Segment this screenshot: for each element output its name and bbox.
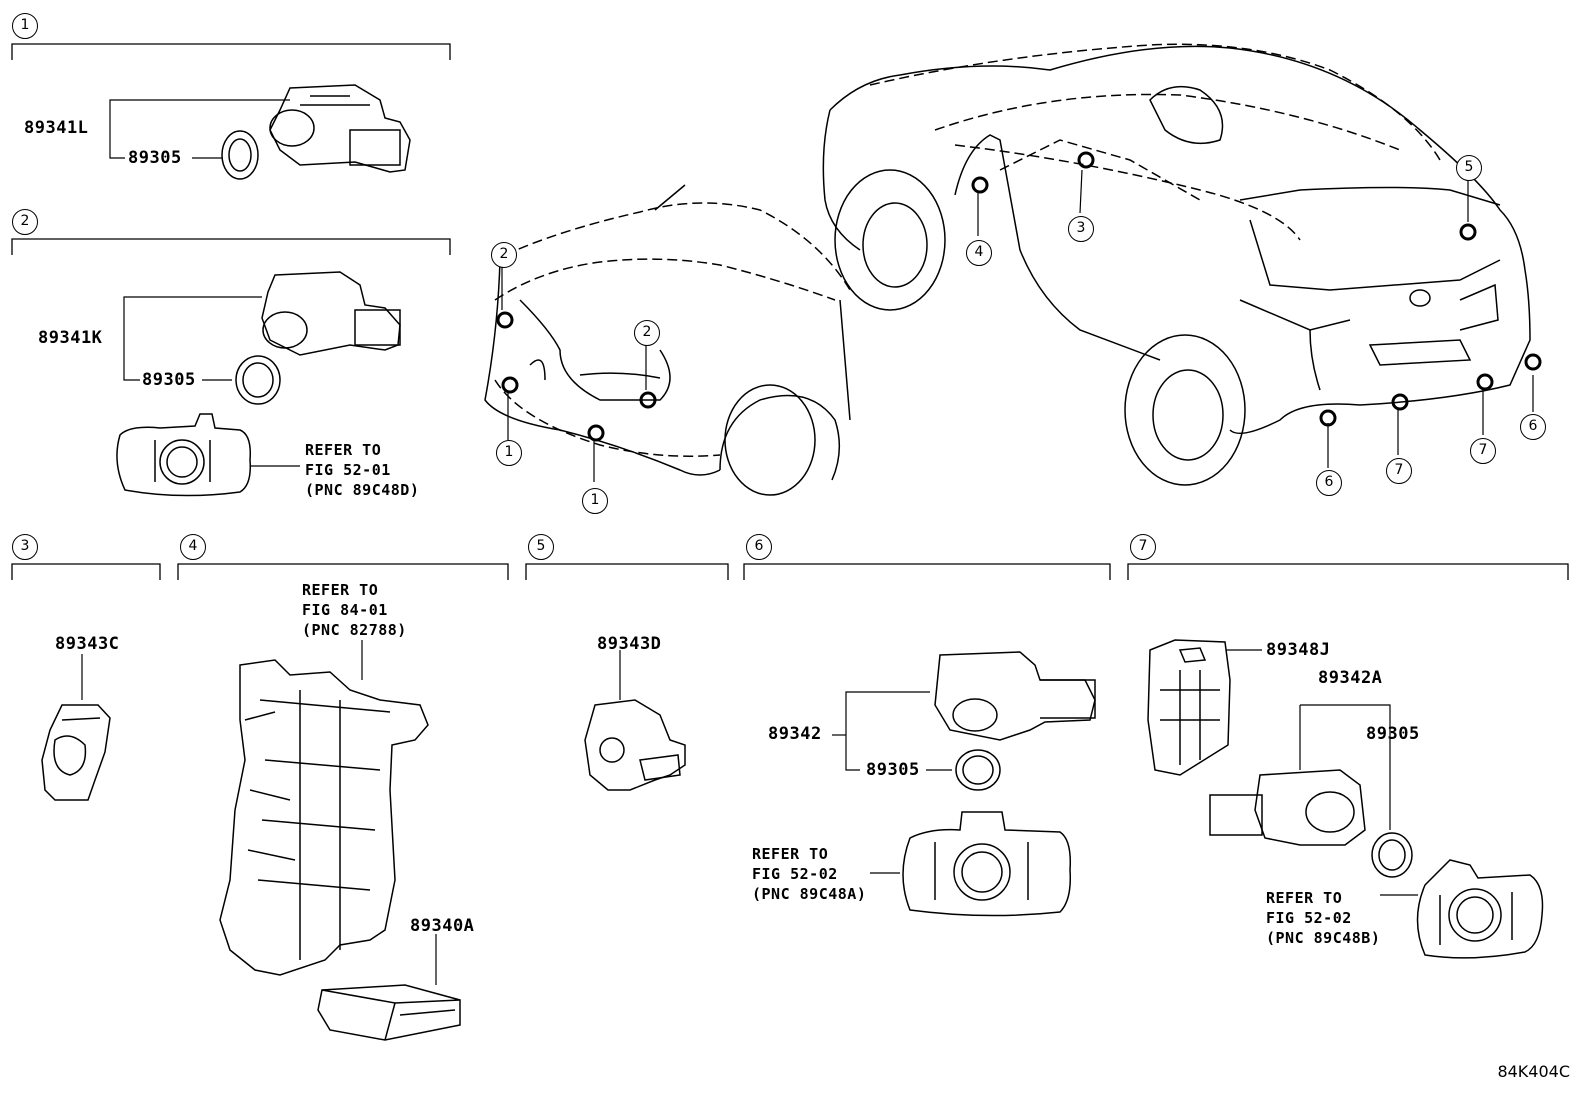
sensor-89343D-drawing	[584, 699, 686, 791]
refer-line-2: FIG 52-01	[305, 461, 391, 479]
rear-vehicle-drawing	[869, 43, 1441, 241]
front-vehicle-outline	[484, 184, 851, 496]
refer-line-2: FIG 52-02	[752, 865, 838, 883]
part-label-89342[interactable]: 89342	[768, 724, 822, 744]
ecu-89340A-drawing	[317, 984, 461, 1041]
sensor-89343C-drawing	[41, 704, 111, 801]
rear-vehicle-outline	[822, 45, 1531, 486]
refer-line-2: FIG 84-01	[302, 601, 388, 619]
refer-line-3: (PNC 82788)	[302, 621, 407, 639]
part-label-89348J[interactable]: 89348J	[1266, 640, 1331, 660]
sensor-89341L-drawing	[221, 84, 411, 180]
part-label-89305-s7[interactable]: 89305	[1366, 724, 1420, 744]
part-label-89342A[interactable]: 89342A	[1318, 668, 1383, 688]
refer-line-2: FIG 52-02	[1266, 909, 1352, 927]
section-number-6: 6	[746, 534, 772, 560]
refer-line-1: REFER TO	[752, 845, 829, 863]
callout-front-1a[interactable]: 1	[496, 440, 522, 466]
refer-note-s4[interactable]: REFER TO FIG 84-01 (PNC 82788)	[302, 580, 407, 640]
callout-rear-5[interactable]: 5	[1456, 155, 1482, 181]
callout-front-2b[interactable]: 2	[634, 320, 660, 346]
part-label-89341K[interactable]: 89341K	[38, 328, 103, 348]
part-label-89305-s6[interactable]: 89305	[866, 760, 920, 780]
refer-line-3: (PNC 89C48B)	[1266, 929, 1381, 947]
drawing-code: 84K404C	[1497, 1062, 1570, 1081]
part-label-89343C[interactable]: 89343C	[55, 634, 120, 654]
refer-note-s2[interactable]: REFER TO FIG 52-01 (PNC 89C48D)	[305, 440, 419, 500]
refer-line-1: REFER TO	[1266, 889, 1343, 907]
leader-lines	[81, 99, 1418, 985]
callout-rear-4[interactable]: 4	[966, 240, 992, 266]
section-brackets	[11, 43, 1569, 580]
callout-rear-6a[interactable]: 6	[1316, 470, 1342, 496]
front-vehicle-drawing	[494, 202, 851, 457]
sensor-89341K-drawing	[116, 271, 401, 497]
part-label-89340A[interactable]: 89340A	[410, 916, 475, 936]
callout-front-1b[interactable]: 1	[582, 488, 608, 514]
bracket-drawing	[219, 659, 429, 976]
refer-line-1: REFER TO	[305, 441, 382, 459]
part-label-89305-s1[interactable]: 89305	[128, 148, 182, 168]
section-number-3: 3	[12, 534, 38, 560]
part-label-89305-s2[interactable]: 89305	[142, 370, 196, 390]
callout-rear-6b[interactable]: 6	[1520, 414, 1546, 440]
refer-note-s6[interactable]: REFER TO FIG 52-02 (PNC 89C48A)	[752, 844, 866, 904]
callout-rear-3[interactable]: 3	[1068, 216, 1094, 242]
section-number-1: 1	[12, 13, 38, 39]
part-label-89343D[interactable]: 89343D	[597, 634, 662, 654]
section-number-4: 4	[180, 534, 206, 560]
refer-line-1: REFER TO	[302, 581, 379, 599]
callout-front-2a[interactable]: 2	[491, 242, 517, 268]
sensor-89342A-drawing	[1147, 639, 1544, 959]
section-number-5: 5	[528, 534, 554, 560]
vehicle-callout-leaders	[501, 169, 1534, 482]
refer-note-s7[interactable]: REFER TO FIG 52-02 (PNC 89C48B)	[1266, 888, 1380, 948]
refer-line-3: (PNC 89C48D)	[305, 481, 420, 499]
section-number-2: 2	[12, 209, 38, 235]
sensor-89342-drawing	[902, 651, 1096, 917]
callout-rear-7a[interactable]: 7	[1386, 458, 1412, 484]
sensor-location-dots	[496, 151, 1542, 442]
section-number-7: 7	[1130, 534, 1156, 560]
refer-line-3: (PNC 89C48A)	[752, 885, 867, 903]
part-label-89341L[interactable]: 89341L	[24, 118, 89, 138]
callout-rear-7b[interactable]: 7	[1470, 438, 1496, 464]
